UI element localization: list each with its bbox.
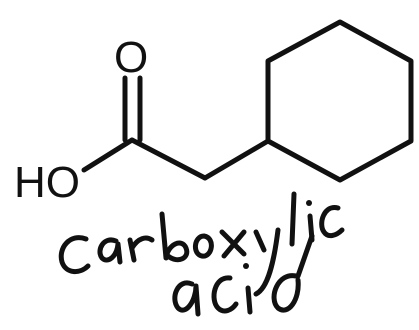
i2-dot bbox=[243, 263, 249, 269]
i-dot bbox=[306, 200, 312, 206]
alpha-carbon-bond bbox=[129, 137, 208, 181]
handwritten-acid bbox=[172, 233, 315, 317]
carbonyl-oxygen-label: O bbox=[114, 33, 148, 82]
cyclohexane-ring bbox=[265, 19, 414, 183]
hydroxyl-bond bbox=[81, 137, 135, 173]
ring-attachment-bond bbox=[202, 138, 271, 181]
hydroxyl-label: HO bbox=[14, 158, 80, 207]
